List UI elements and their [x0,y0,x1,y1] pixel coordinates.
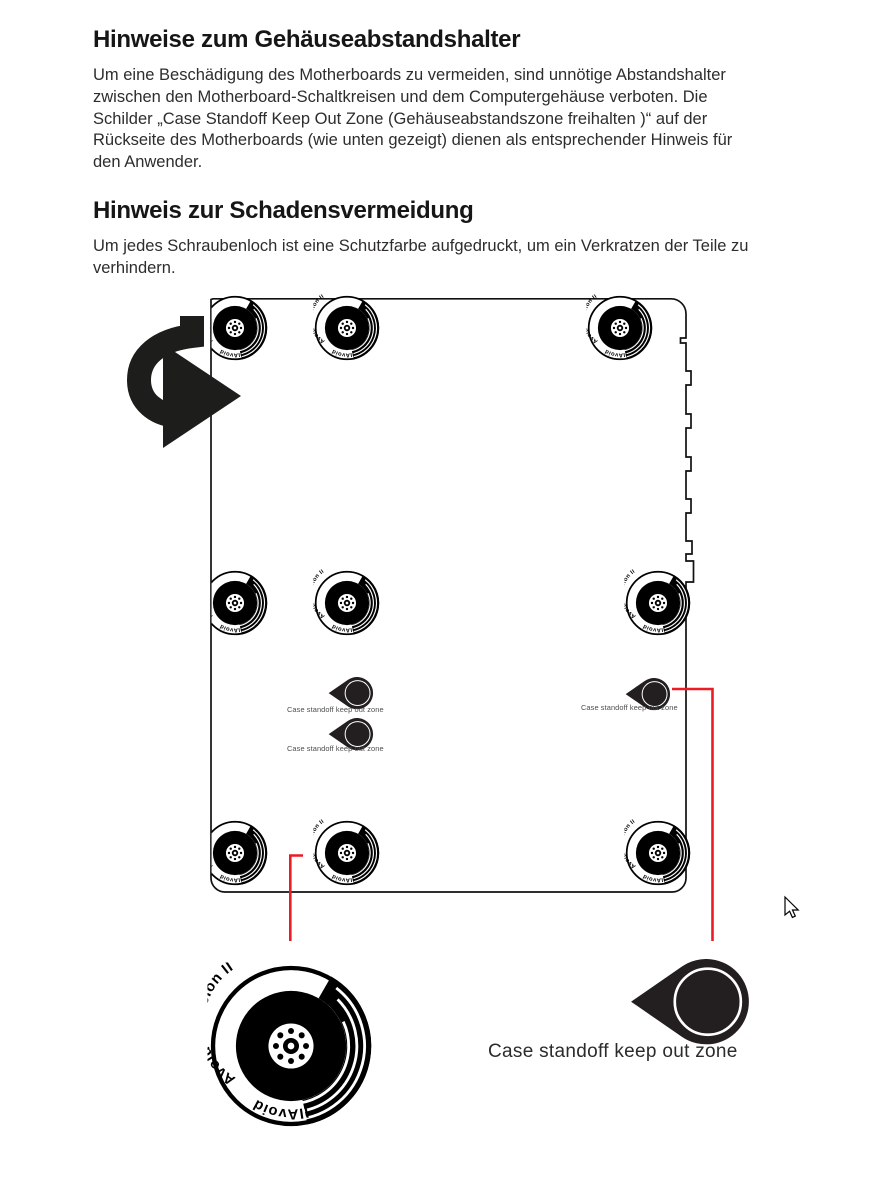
avoid-collision-badge [619,568,689,634]
section2-paragraph: Um jedes Schraubenloch ist eine Schutzfa… [93,236,749,277]
keepout-label-small: Case standoff keep out zone [287,705,384,714]
keepout-teardrop-icon-large [629,959,750,1045]
avoid-collision-badge [196,568,266,634]
keepout-label-small: Case standoff keep out zone [581,703,678,712]
avoid-collision-badge [196,293,266,359]
avoid-collision-badge [308,293,378,359]
flip-arrow-icon [126,316,241,448]
avoid-collision-badge-large [192,959,369,1124]
avoid-collision-badge [581,293,651,359]
section1-heading: Hinweise zum Gehäuseabstandshalter [93,26,521,53]
avoid-collision-badge [308,568,378,634]
avoid-collision-badge [308,818,378,884]
keepout-label-large: Case standoff keep out zone [488,1041,738,1062]
callout-lines [289,687,714,941]
section2-heading: Hinweis zur Schadensvermeidung [93,196,474,224]
callout-line-right [672,687,714,941]
avoid-collision-badge [196,818,266,884]
keepout-label-small: Case standoff keep out zone [287,744,384,753]
section1-paragraph: Um eine Beschädigung des Motherboards zu… [93,66,733,172]
page-text-content: Hinweise zum Gehäuseabstandshalter Um ei… [93,26,757,280]
mouse-cursor-icon [784,895,800,919]
callout-line-left [289,854,303,941]
motherboard-outline [210,297,695,893]
avoid-collision-badge [619,818,689,884]
